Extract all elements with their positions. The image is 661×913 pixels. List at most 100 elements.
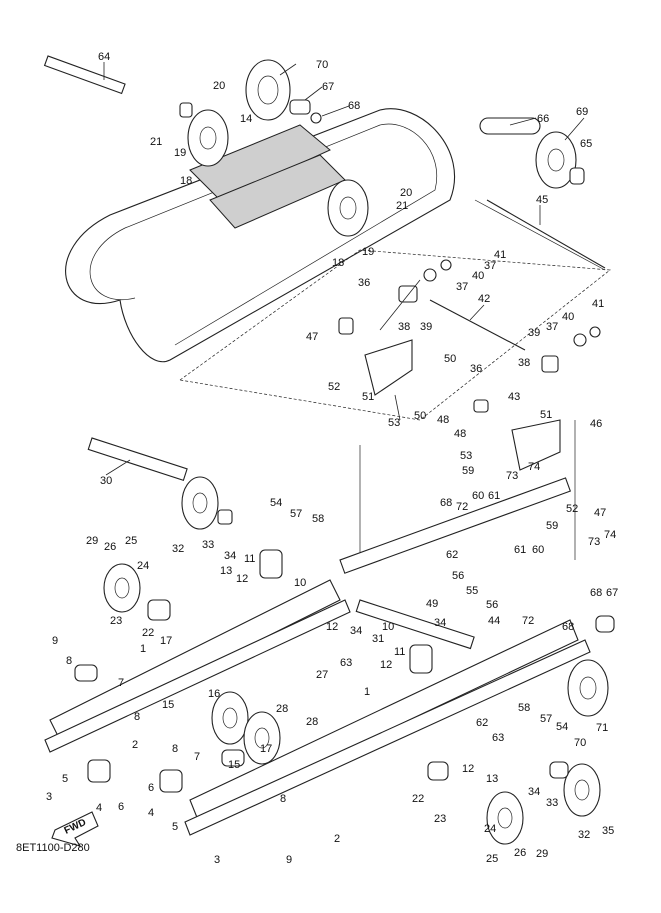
callout-23-left: 23 [110, 615, 122, 627]
callout-9-left: 9 [52, 635, 58, 647]
callout-40-top: 40 [472, 270, 484, 282]
callout-37-right: 37 [546, 321, 558, 333]
callout-47-upper: 47 [306, 331, 318, 343]
callout-40-right: 40 [562, 311, 574, 323]
callout-14: 14 [240, 113, 252, 125]
callout-69: 69 [576, 106, 588, 118]
callout-30: 30 [100, 475, 112, 487]
callout-19-mid: 19 [362, 246, 374, 258]
callout-73-right: 73 [588, 536, 600, 548]
wheel-32-left [181, 476, 219, 530]
callout-26-right: 26 [514, 847, 526, 859]
callout-5-mid: 5 [172, 821, 178, 833]
callout-29-right: 29 [536, 848, 548, 860]
callout-29-left: 29 [86, 535, 98, 547]
callout-17-upper: 17 [160, 635, 172, 647]
callout-59-upper: 59 [462, 465, 474, 477]
callout-56-lower: 56 [486, 599, 498, 611]
callout-38-mid: 38 [518, 357, 530, 369]
callout-50-mid: 50 [414, 410, 426, 422]
callout-58-upper: 58 [312, 513, 324, 525]
callout-54-right: 54 [556, 721, 568, 733]
callout-22-left: 22 [142, 627, 154, 639]
callout-2-lower: 2 [334, 833, 340, 845]
callout-61-right: 61 [514, 544, 526, 556]
callout-73-upper: 73 [506, 470, 518, 482]
callout-13-upper: 13 [220, 565, 232, 577]
callout-2-left: 2 [132, 739, 138, 751]
wheel-32-right [563, 763, 601, 817]
callout-68-right: 68 [590, 587, 602, 599]
callout-7-lower: 7 [194, 751, 200, 763]
callout-9-lower: 9 [286, 854, 292, 866]
callout-28-mid: 28 [276, 703, 288, 715]
callout-38-top: 38 [398, 321, 410, 333]
callout-21-mid: 21 [396, 200, 408, 212]
leader-lines [103, 62, 585, 476]
callout-72-upper: 72 [456, 501, 468, 513]
callout-68-right2: 68 [562, 621, 574, 633]
callout-70-right: 70 [574, 737, 586, 749]
callout-34-left: 34 [224, 550, 236, 562]
wheel-18-mid [327, 179, 369, 237]
rail-left [44, 579, 351, 753]
callout-61-upper: 61 [488, 490, 500, 502]
callout-52-upper: 52 [328, 381, 340, 393]
callout-68-top: 68 [348, 100, 360, 112]
callout-54-upper: 54 [270, 497, 282, 509]
assembly-lines [179, 199, 611, 560]
callout-8-mid: 8 [134, 711, 140, 723]
callout-10-mid: 10 [382, 621, 394, 633]
callout-25-right: 25 [486, 853, 498, 865]
callout-36-mid: 36 [470, 363, 482, 375]
callout-53-upper: 53 [388, 417, 400, 429]
callout-1-mid: 1 [364, 686, 370, 698]
callout-37-mid: 37 [456, 281, 468, 293]
callout-44: 44 [488, 615, 500, 627]
callout-15-lower: 15 [228, 759, 240, 771]
shaft-66 [479, 117, 541, 135]
callout-16-left: 16 [208, 688, 220, 700]
callout-41-right: 41 [592, 298, 604, 310]
callout-70-top: 70 [316, 59, 328, 71]
wheel-70-right [567, 659, 609, 717]
callout-26-left: 26 [104, 541, 116, 553]
callout-37-top: 37 [484, 260, 496, 272]
wheel-69 [535, 131, 577, 189]
callout-32-left: 32 [172, 543, 184, 555]
callout-63-upper: 63 [340, 657, 352, 669]
callout-34-mid: 34 [350, 625, 362, 637]
callout-51-lower: 51 [540, 409, 552, 421]
callout-4-left: 4 [96, 802, 102, 814]
callout-42: 42 [478, 293, 490, 305]
fwd-arrow-icon: FWD [51, 811, 99, 847]
callout-5-left: 5 [62, 773, 68, 785]
track-belt [65, 108, 456, 363]
callout-22-right: 22 [412, 793, 424, 805]
arm-51-lower [511, 419, 561, 471]
callout-12-mid: 12 [326, 621, 338, 633]
diagram-code: 8ET1100-D280 [16, 842, 90, 854]
callout-21-top: 21 [150, 136, 162, 148]
callout-18-mid: 18 [332, 257, 344, 269]
wheel-16 [211, 691, 249, 745]
callout-6-mid: 6 [118, 801, 124, 813]
callout-43: 43 [508, 391, 520, 403]
callout-45: 45 [536, 194, 548, 206]
callout-60-right: 60 [532, 544, 544, 556]
callout-64: 64 [98, 51, 110, 63]
callout-47-lower: 47 [594, 507, 606, 519]
callout-3-left: 3 [46, 791, 52, 803]
callout-27: 27 [316, 669, 328, 681]
callout-33-left: 33 [202, 539, 214, 551]
callout-63-lower: 63 [492, 732, 504, 744]
arm-51-upper [364, 339, 413, 396]
callout-18-top: 18 [180, 175, 192, 187]
callout-34-mid2: 34 [434, 617, 446, 629]
callout-10-upper: 10 [294, 577, 306, 589]
callout-25-left: 25 [125, 535, 137, 547]
callout-53-lower: 53 [460, 450, 472, 462]
callout-39-top: 39 [420, 321, 432, 333]
callout-48-upper: 48 [437, 414, 449, 426]
callout-55: 55 [466, 585, 478, 597]
